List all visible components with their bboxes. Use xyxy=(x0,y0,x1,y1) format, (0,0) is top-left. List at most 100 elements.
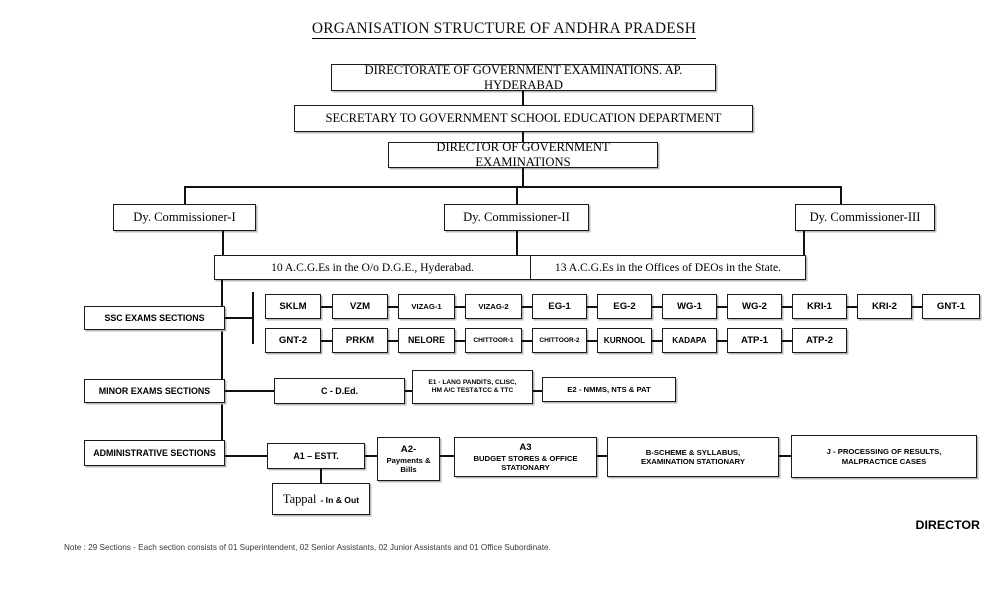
ssc-node-chittoor-2-label: CHITTOOR-2 xyxy=(539,336,580,344)
ssc-node-vzm-label: VZM xyxy=(349,300,371,312)
ssc-link-2 xyxy=(388,306,398,308)
ssc-node-kadapa: KADAPA xyxy=(662,328,717,353)
a2-line-1: A2- xyxy=(400,444,417,456)
a3-line-3: STATIONARY xyxy=(501,462,550,472)
ssc-node-gnt-2-label: GNT-2 xyxy=(278,334,308,346)
connector-secretary-director xyxy=(522,132,524,143)
connector-dc2-to-acge xyxy=(516,231,518,256)
ssc-node-eg-2-label: EG-2 xyxy=(613,300,636,312)
ssc-node-wg-2: WG-2 xyxy=(727,294,782,319)
box-tappal: Tappal - In & Out xyxy=(272,483,370,515)
box-administrative-sections: ADMINISTRATIVE SECTIONS xyxy=(84,440,225,466)
ssc-link-5 xyxy=(587,306,597,308)
ssc-node-gnt-1: GNT-1 xyxy=(922,294,980,319)
box-minor-exams-sections: MINOR EXAMS SECTIONS xyxy=(84,379,225,403)
box-ssc-exams-sections: SSC EXAMS SECTIONS xyxy=(84,306,225,330)
footer-note: Note : 29 Sections - Each section consis… xyxy=(64,543,551,552)
acge-right-label: 13 A.C.G.Es in the Offices of DEOs in th… xyxy=(554,260,782,274)
box-dy-commissioner-3: Dy. Commissioner-III xyxy=(795,204,935,231)
box-dy-commissioner-1: Dy. Commissioner-I xyxy=(113,204,256,231)
ssc-node-chittoor-2: CHITTOOR-2 xyxy=(532,328,587,353)
a1-estt-label: A1 – ESTT. xyxy=(293,450,339,461)
box-e1: E1 - LANG PANDITS, CLISC, HM A/C TEST&TC… xyxy=(412,370,533,404)
a3-line-1: A3 xyxy=(519,442,532,454)
c-ded-label: C - D.Ed. xyxy=(321,385,358,396)
connector-bus-to-dc1 xyxy=(184,186,187,204)
minor-link-2 xyxy=(533,390,543,392)
j-processing-line-2: MALPRACTICE CASES xyxy=(841,456,927,466)
ssc-node-gnt-1-label: GNT-1 xyxy=(936,300,966,312)
ssc2-link-3 xyxy=(455,340,465,342)
connector-ssc-to-spine xyxy=(224,317,254,320)
box-a1-estt: A1 – ESTT. xyxy=(267,443,365,469)
administrative-sections-label: ADMINISTRATIVE SECTIONS xyxy=(93,447,216,458)
box-director-label: DIRECTOR OF GOVERNMENT EXAMINATIONS xyxy=(436,140,610,169)
box-dy-commissioner-2: Dy. Commissioner-II xyxy=(444,204,589,231)
ssc-node-kri-2: KRI-2 xyxy=(857,294,912,319)
ssc-node-vizag-2-label: VIZAG-2 xyxy=(478,301,509,311)
connector-dc1-to-acge xyxy=(222,231,224,256)
box-acge-left: 10 A.C.G.Es in the O/o D.G.E., Hyderabad… xyxy=(214,255,531,280)
ssc-node-kurnool: KURNOOL xyxy=(597,328,652,353)
ssc2-link-7 xyxy=(717,340,727,342)
e1-line-1: E1 - LANG PANDITS, CLISC, xyxy=(428,379,517,387)
box-director: DIRECTOR OF GOVERNMENT EXAMINATIONS xyxy=(388,140,658,169)
ssc-link-4 xyxy=(522,306,532,308)
connector-bus-to-dc3 xyxy=(840,186,843,204)
connector-left-trunk xyxy=(221,280,224,458)
minor-link-1 xyxy=(405,390,413,392)
ssc-node-wg-1-label: WG-1 xyxy=(676,300,703,312)
ssc-node-kri-1-label: KRI-1 xyxy=(806,300,833,312)
tappal-main-label: Tappal xyxy=(282,491,317,506)
director-signature: DIRECTOR xyxy=(915,518,980,532)
tappal-label-group: Tappal - In & Out xyxy=(283,490,359,509)
ssc2-link-8 xyxy=(782,340,792,342)
minor-exams-sections-label: MINOR EXAMS SECTIONS xyxy=(98,385,211,396)
ssc-node-wg-2-label: WG-2 xyxy=(741,300,768,312)
a2-line-3: Bills xyxy=(400,464,417,474)
ssc-node-sklm: SKLM xyxy=(265,294,321,319)
ssc2-link-4 xyxy=(522,340,532,342)
e1-line-2: HM A/C TEST&TCC & TTC xyxy=(431,387,514,394)
a3-line-2: BUDGET STORES & OFFICE xyxy=(473,453,578,463)
j-processing-line-1: J - PROCESSING OF RESULTS, xyxy=(826,447,942,457)
admin-link-4 xyxy=(779,455,791,457)
ssc-node-chittoor-1: CHITTOOR-1 xyxy=(465,328,522,353)
ssc-node-eg-1: EG-1 xyxy=(532,294,587,319)
ssc-node-atp-1-label: ATP-1 xyxy=(740,334,768,346)
ssc-link-8 xyxy=(782,306,792,308)
admin-link-1 xyxy=(365,455,377,457)
tappal-sub-label: - In & Out xyxy=(320,494,360,505)
connector-commissioner-bus xyxy=(184,186,842,189)
ssc-node-gnt-2: GNT-2 xyxy=(265,328,321,353)
ssc-link-7 xyxy=(717,306,727,308)
connector-bus-to-dc2 xyxy=(516,186,519,204)
ssc-link-9 xyxy=(847,306,857,308)
connector-dc3-to-acge xyxy=(803,231,805,256)
box-acge-right: 13 A.C.G.Es in the Offices of DEOs in th… xyxy=(530,255,806,280)
ssc-node-nelore: NELORE xyxy=(398,328,455,353)
ssc-node-vizag-1-label: VIZAG-1 xyxy=(411,301,442,311)
connector-minor-to-ded xyxy=(224,390,275,393)
ssc-link-3 xyxy=(455,306,465,308)
ssc-node-chittoor-1-label: CHITTOOR-1 xyxy=(473,336,514,344)
admin-link-3 xyxy=(597,455,607,457)
ssc-node-kri-2-label: KRI-2 xyxy=(871,300,898,312)
b-scheme-line-2: EXAMINATION STATIONARY xyxy=(641,457,745,466)
ssc-node-eg-2: EG-2 xyxy=(597,294,652,319)
ssc-node-kri-1: KRI-1 xyxy=(792,294,847,319)
connector-directorate-secretary xyxy=(522,91,524,106)
ssc-node-atp-2: ATP-2 xyxy=(792,328,847,353)
ssc-link-6 xyxy=(652,306,662,308)
box-j-processing: J - PROCESSING OF RESULTS, MALPRACTICE C… xyxy=(791,435,977,478)
ssc-link-10 xyxy=(912,306,922,308)
ssc-link-1 xyxy=(321,306,332,308)
ssc-node-nelore-label: NELORE xyxy=(408,335,445,346)
box-secretary: SECRETARY TO GOVERNMENT SCHOOL EDUCATION… xyxy=(294,105,753,132)
box-a3-budget: A3 BUDGET STORES & OFFICE STATIONARY xyxy=(454,437,597,477)
connector-director-down xyxy=(522,168,525,186)
e2-label: E2 - NMMS, NTS & PAT xyxy=(567,384,651,394)
admin-link-2 xyxy=(440,455,454,457)
box-directorate: DIRECTORATE OF GOVERNMENT EXAMINATIONS. … xyxy=(331,63,716,92)
